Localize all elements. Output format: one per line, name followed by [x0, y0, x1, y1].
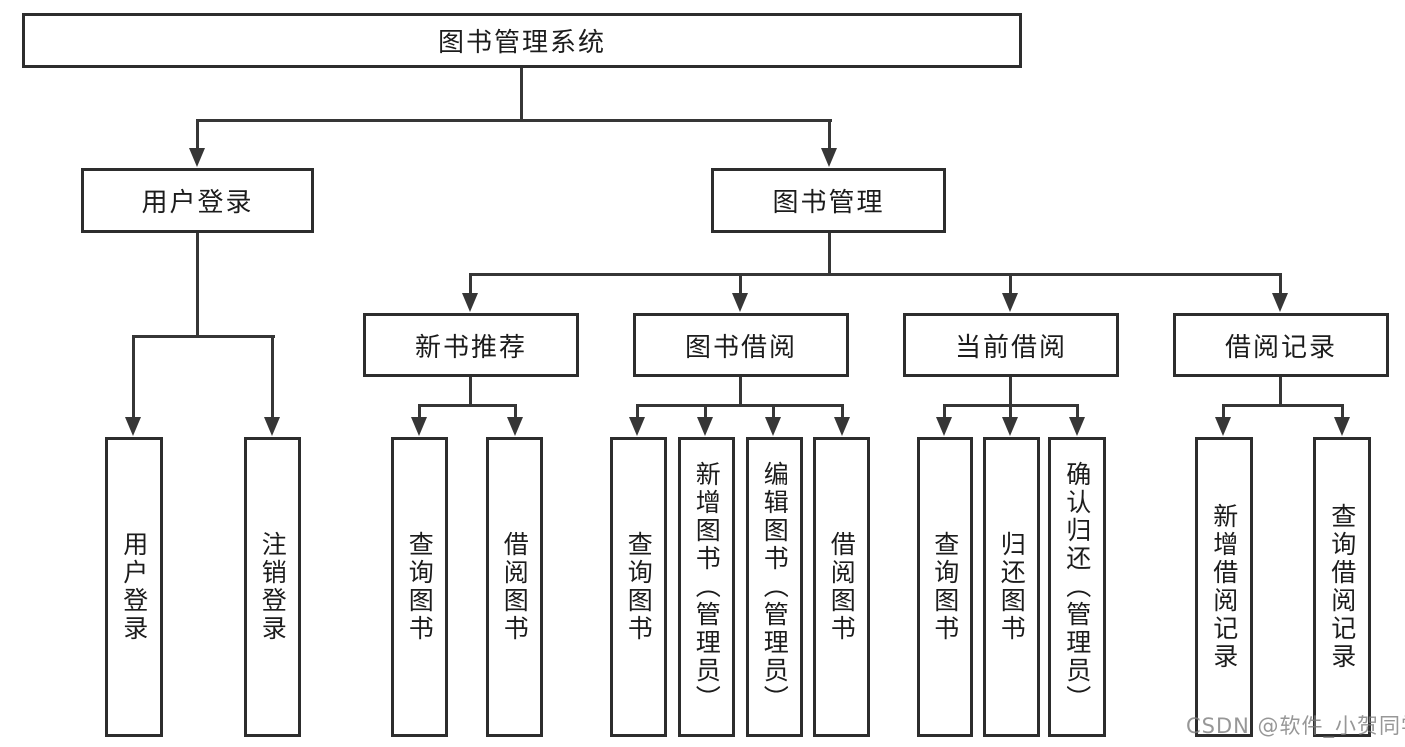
connector-drop	[1009, 273, 1012, 297]
leaf-add-borrow-record-label: 新增借阅记录	[1209, 503, 1239, 671]
connector-mgmt-split	[469, 273, 1282, 276]
leaf-recommend-borrow-book: 借阅图书	[486, 437, 543, 737]
connector-drop	[1279, 273, 1282, 297]
leaf-current-query-book-label: 查询图书	[930, 531, 960, 643]
node-book-management: 图书管理	[711, 168, 946, 233]
connector-drop	[1341, 404, 1344, 422]
node-user-login-label: 用户登录	[141, 188, 254, 218]
leaf-add-book-admin: 新增图书（管理员）	[678, 437, 735, 737]
arrow-down-icon	[462, 293, 478, 312]
connector-drop	[828, 119, 831, 152]
leaf-query-borrow-record-label: 查询借阅记录	[1327, 503, 1357, 671]
connector-groupB-trunk	[739, 377, 742, 406]
leaf-return-book-label: 归还图书	[997, 531, 1027, 643]
leaf-return-book: 归还图书	[983, 437, 1040, 737]
arrow-down-icon	[1215, 417, 1231, 436]
leaf-recommend-query-book-label: 查询图书	[405, 531, 435, 643]
arrow-down-icon	[1002, 417, 1018, 436]
connector-drop	[772, 404, 775, 422]
connector-groupA-split	[418, 404, 517, 407]
node-current-borrow: 当前借阅	[903, 313, 1119, 377]
connector-drop	[1009, 404, 1012, 422]
leaf-borrow-book: 借阅图书	[813, 437, 870, 737]
arrow-down-icon	[936, 417, 952, 436]
arrow-down-icon	[1069, 417, 1085, 436]
node-root: 图书管理系统	[22, 13, 1022, 68]
leaf-logout-label: 注销登录	[258, 531, 288, 643]
arrow-down-icon	[732, 293, 748, 312]
leaf-current-query-book: 查询图书	[917, 437, 973, 737]
connector-drop	[132, 335, 135, 421]
connector-drop	[739, 273, 742, 297]
node-book-borrow-label: 图书借阅	[684, 332, 797, 363]
arrow-down-icon	[821, 148, 837, 167]
node-current-borrow-label: 当前借阅	[954, 332, 1067, 363]
arrow-down-icon	[125, 417, 141, 436]
connector-root-split	[196, 119, 832, 122]
arrow-down-icon	[697, 417, 713, 436]
leaf-user-login: 用户登录	[105, 437, 163, 737]
arrow-down-icon	[189, 148, 205, 167]
arrow-down-icon	[834, 417, 850, 436]
connector-user-split	[132, 335, 275, 338]
leaf-query-borrow-record: 查询借阅记录	[1313, 437, 1371, 737]
node-new-book-recommend: 新书推荐	[363, 313, 579, 377]
leaf-logout: 注销登录	[244, 437, 301, 737]
leaf-borrow-query-book: 查询图书	[610, 437, 667, 737]
connector-drop	[514, 404, 517, 422]
connector-groupD-split	[1222, 404, 1344, 407]
connector-groupB-split	[636, 404, 844, 407]
arrow-down-icon	[411, 417, 427, 436]
connector-groupD-trunk	[1279, 377, 1282, 406]
node-root-label: 图书管理系统	[437, 28, 606, 58]
node-borrow-record-label: 借阅记录	[1224, 332, 1337, 363]
leaf-borrow-book-label: 借阅图书	[827, 531, 857, 643]
csdn-watermark: CSDN @软件_小贺同学	[1186, 714, 1405, 738]
leaf-confirm-return-admin: 确认归还（管理员）	[1048, 437, 1106, 737]
arrow-down-icon	[1272, 293, 1288, 312]
leaf-add-borrow-record: 新增借阅记录	[1195, 437, 1253, 737]
arrow-down-icon	[765, 417, 781, 436]
arrow-down-icon	[1002, 293, 1018, 312]
connector-drop	[841, 404, 844, 422]
node-borrow-record: 借阅记录	[1173, 313, 1389, 377]
leaf-edit-book-admin-label: 编辑图书（管理员）	[760, 461, 790, 713]
connector-drop	[943, 404, 946, 422]
leaf-add-book-admin-label: 新增图书（管理员）	[692, 461, 722, 713]
leaf-recommend-borrow-book-label: 借阅图书	[500, 531, 530, 643]
node-book-borrow: 图书借阅	[633, 313, 849, 377]
connector-drop	[469, 273, 472, 297]
node-user-login: 用户登录	[81, 168, 314, 233]
connector-root-trunk	[520, 68, 523, 122]
arrow-down-icon	[264, 417, 280, 436]
arrow-down-icon	[629, 417, 645, 436]
leaf-confirm-return-admin-label: 确认归还（管理员）	[1062, 461, 1092, 713]
node-new-book-recommend-label: 新书推荐	[414, 332, 527, 363]
leaf-edit-book-admin: 编辑图书（管理员）	[746, 437, 803, 737]
connector-drop	[418, 404, 421, 422]
leaf-borrow-query-book-label: 查询图书	[624, 531, 654, 643]
connector-groupA-trunk	[469, 377, 472, 406]
connector-drop	[704, 404, 707, 422]
connector-drop	[196, 119, 199, 152]
leaf-user-login-label: 用户登录	[119, 531, 149, 643]
connector-drop	[1076, 404, 1079, 422]
connector-drop	[636, 404, 639, 422]
connector-user-trunk	[196, 233, 199, 337]
connector-drop	[271, 335, 274, 421]
leaf-recommend-query-book: 查询图书	[391, 437, 448, 737]
arrow-down-icon	[1334, 417, 1350, 436]
connector-mgmt-trunk	[828, 233, 831, 275]
arrow-down-icon	[507, 417, 523, 436]
connector-drop	[1222, 404, 1225, 422]
connector-groupC-trunk	[1009, 377, 1012, 406]
node-book-management-label: 图书管理	[772, 188, 885, 218]
